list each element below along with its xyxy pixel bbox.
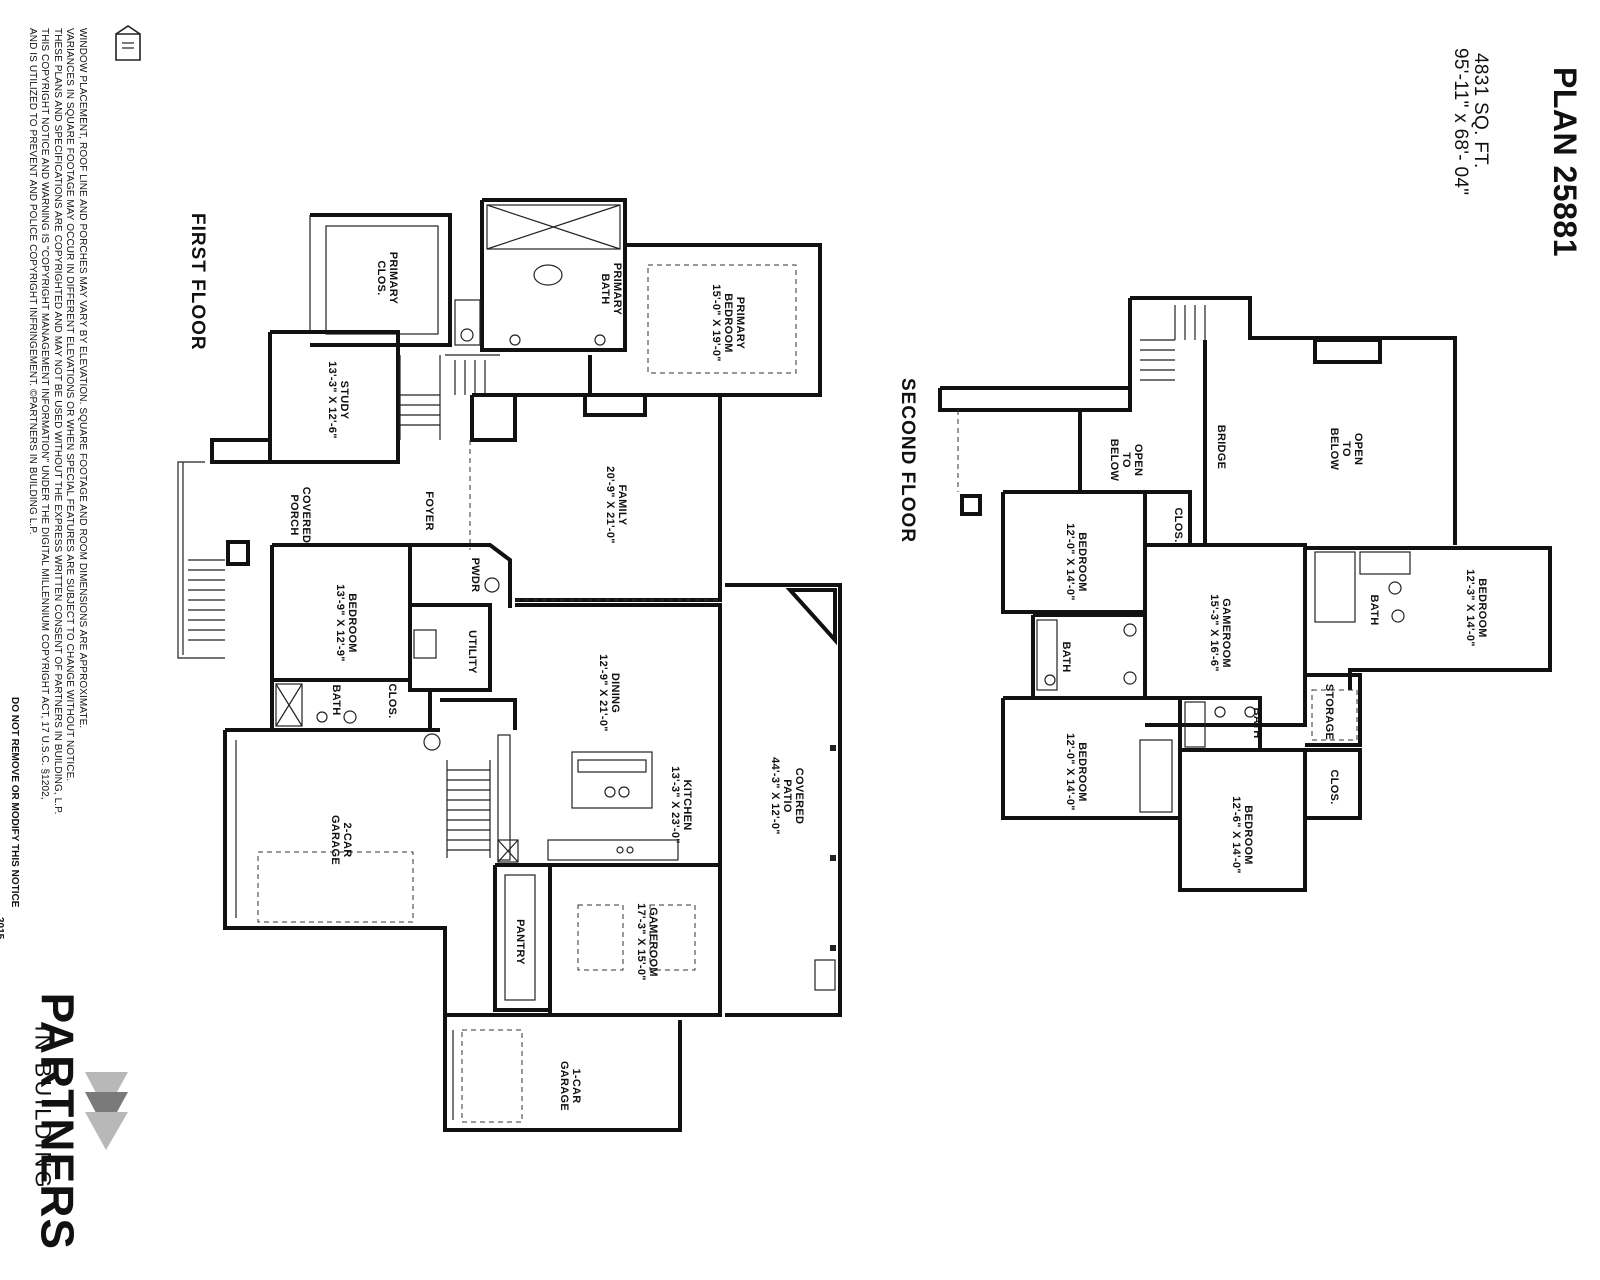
equal-housing-icon — [115, 25, 141, 61]
room-primary-closet: PRIMARY CLOS. — [375, 251, 399, 305]
second-floor-label: SECOND FLOOR — [897, 378, 918, 544]
room-open-below-1: OPEN TO BELOW — [1108, 438, 1144, 482]
room-bridge: BRIDGE — [1215, 424, 1227, 470]
room-bath-b: BATH — [1368, 594, 1380, 626]
brand-subtitle: IN BUILDING — [30, 1025, 56, 1191]
room-bedroom-c: BEDROOM 12'-0" X 14'-0" — [1064, 733, 1088, 811]
room-1car-garage: 1-CAR GARAGE — [558, 1060, 582, 1112]
room-primary-bedroom: PRIMARY BEDROOM 15'-0" X 19'-0" — [710, 284, 746, 362]
room-open-below-2: OPEN TO BELOW — [1328, 427, 1364, 471]
room-clos-d: CLOS. — [1328, 769, 1340, 805]
room-study: STUDY 13'-3" X 12'-6" — [326, 361, 350, 439]
room-bedroom-d: BEDROOM 12'-6" X 14'-0" — [1230, 796, 1254, 874]
first-floor-plan — [177, 198, 842, 1132]
room-2car-garage: 2-CAR GARAGE — [329, 814, 353, 866]
room-storage: STORAGE — [1323, 683, 1335, 741]
room-bedroom-b: BEDROOM 12'-3" X 14'-0" — [1464, 569, 1488, 647]
plan-title: PLAN 25881 — [1547, 67, 1583, 257]
room-family: FAMILY 20'-9" X 21'-0" — [604, 466, 628, 544]
room-kitchen: KITCHEN 13'-3" X 23'-0" — [669, 766, 693, 844]
room-clos-a: CLOS. — [1172, 507, 1184, 543]
room-utility: UTILITY — [466, 630, 478, 674]
first-floor-label: FIRST FLOOR — [187, 213, 208, 351]
room-gameroom-second: GAMEROOM 15'-3" X 16'-6" — [1208, 594, 1232, 672]
room-bath-c: BATH — [1251, 707, 1263, 739]
copyright-year: 2015 — [0, 917, 5, 940]
room-covered-patio: COVERED PATIO 44'-3" X 12'-0" — [769, 757, 805, 835]
room-clos-first: CLOS. — [386, 683, 398, 719]
room-covered-porch: COVERED PORCH — [288, 486, 312, 544]
room-primary-bath: PRIMARY BATH — [599, 262, 623, 316]
plan-dimensions: 95'-11" x 68'- 04" — [1450, 48, 1471, 196]
room-bedroom-a: BEDROOM 12'-0" X 14'-0" — [1064, 523, 1088, 601]
copyright-warning: DO NOT REMOVE OR MODIFY THIS NOTICE — [9, 697, 20, 908]
room-bath-a: BATH — [1060, 641, 1072, 673]
copyright-notice: WINDOW PLACEMENT, ROOF LINE AND PORCHES … — [27, 28, 88, 815]
room-pwdr: PWDR — [469, 557, 481, 593]
room-bath-first: BATH — [330, 684, 342, 716]
room-dining: DINING 12'-9" X 21'-0" — [597, 654, 621, 732]
room-bedroom-first: BEDROOM 13'-9" X 12'-9" — [334, 584, 358, 662]
second-floor-plan — [938, 296, 1552, 892]
room-foyer: FOYER — [423, 491, 435, 531]
room-gameroom-first: GAMEROOM 17'-3" X 15'-0" — [635, 903, 659, 981]
room-pantry: PANTRY — [514, 919, 526, 965]
